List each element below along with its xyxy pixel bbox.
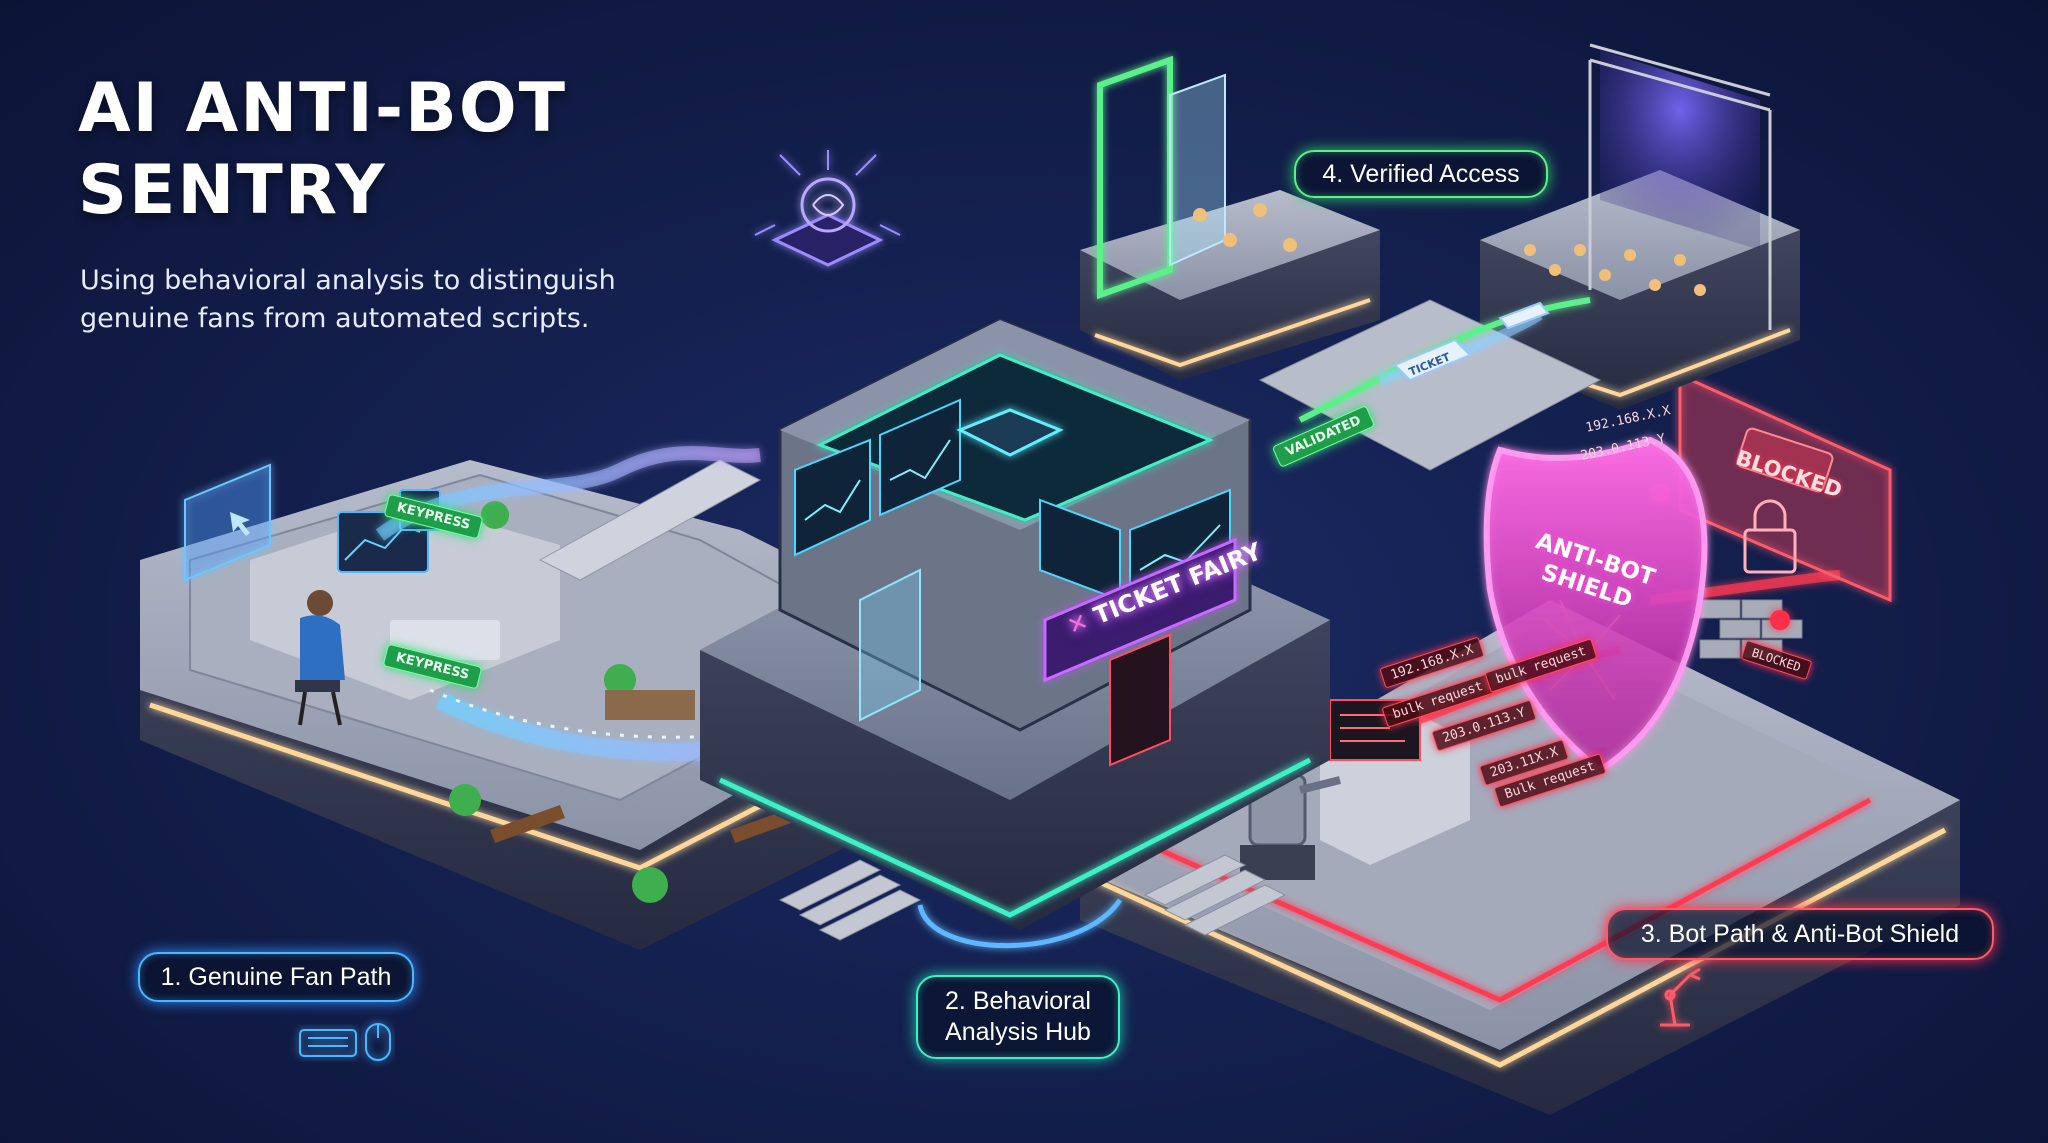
brain-chip-icon	[754, 150, 901, 267]
subtitle-line-2: genuine fans from automated scripts.	[80, 303, 590, 334]
callout-access-label: 4. Verified Access	[1322, 159, 1520, 188]
callout-hub-line-1: 2. Behavioral	[945, 987, 1091, 1015]
keyboard-icon	[299, 1029, 357, 1057]
subtitle-line-1: Using behavioral analysis to distinguish	[80, 265, 616, 296]
callout-bot-label: 3. Bot Path & Anti-Bot Shield	[1640, 919, 1960, 948]
page-title: AI ANTI-BOT SENTRY	[78, 68, 567, 232]
anti-bot-shield	[1483, 436, 1708, 774]
bot-path-platform	[1080, 372, 1960, 1115]
title-line-1: AI ANTI-BOT	[78, 69, 568, 148]
behavioral-analysis-hub	[700, 150, 1330, 949]
callout-genuine-label: 1. Genuine Fan Path	[160, 962, 392, 991]
padlock-icon	[1743, 499, 1797, 574]
mouse-icon	[365, 1023, 391, 1061]
callout-behavioral-analysis-hub: 2. Behavioral Analysis Hub	[916, 975, 1120, 1059]
verified-access-platform	[1080, 43, 1800, 471]
robot-arm-icon	[1660, 967, 1701, 1027]
callout-bot-path: 3. Bot Path & Anti-Bot Shield	[1606, 908, 1994, 960]
callout-hub-line-2: Analysis Hub	[945, 1018, 1091, 1046]
cursor-arrow-icon	[230, 512, 250, 536]
callout-verified-access: 4. Verified Access	[1294, 150, 1548, 198]
title-line-2: SENTRY	[78, 151, 387, 230]
callout-genuine-fan-path: 1. Genuine Fan Path	[138, 952, 414, 1002]
subtitle: Using behavioral analysis to distinguish…	[80, 262, 700, 338]
